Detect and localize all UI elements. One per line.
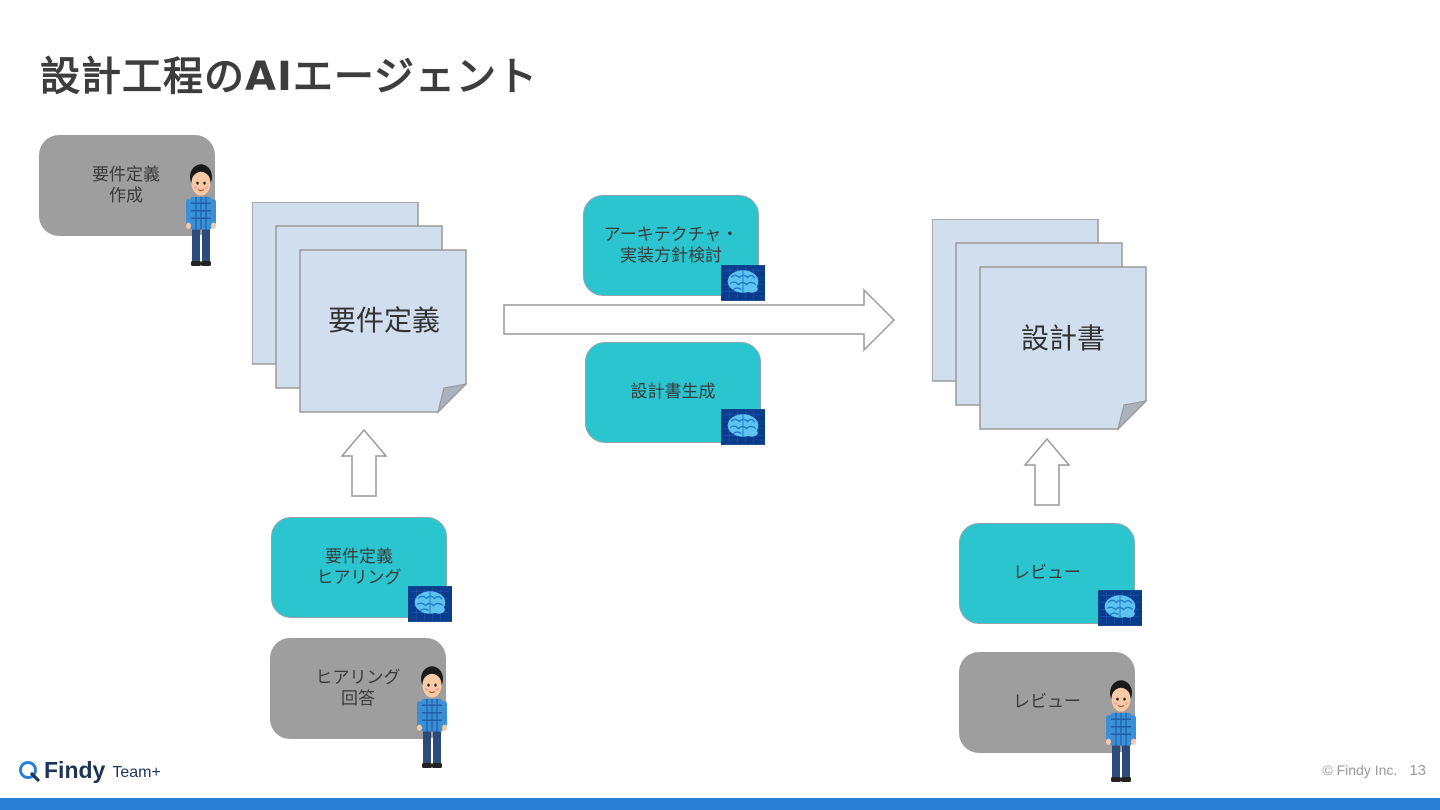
requirements-creation-label: 要件定義 作成 [92,164,160,206]
ai-review-label: レビュー [1013,563,1081,583]
hearing-answer-box: ヒアリング 回答 [270,638,446,739]
brain-icon [1098,590,1142,626]
copyright-text: © Findy Inc. [1322,762,1398,778]
arrow-up-icon [340,428,388,497]
person-icon [417,665,447,768]
requirements-hearing-box: 要件定義 ヒアリング [271,517,447,618]
human-review-box: レビュー [959,652,1135,753]
architecture-review-label: アーキテクチャ・ 実装方針検討 [603,224,739,266]
footer-bar [0,798,1440,810]
human-review-label: レビュー [1013,692,1081,712]
findy-logo-icon [19,760,40,782]
design-document: 設計書 [932,219,1148,431]
requirements-creation-box: 要件定義 作成 [39,135,215,236]
brain-icon [721,409,765,445]
product-name: Team+ [112,764,161,781]
page-number: 13 [1409,762,1426,779]
design-document-label: 設計書 [1021,322,1106,355]
findy-logo: Findy Team+ [18,757,161,784]
slide-title: 設計工程のAIエージェント [40,54,539,100]
design-doc-generation-label: 設計書生成 [630,382,716,402]
requirements-hearing-label: 要件定義 ヒアリング [316,546,402,588]
hearing-answer-label: ヒアリング 回答 [315,667,401,709]
person-icon [186,163,216,266]
requirements-document: 要件定義 [252,202,468,414]
person-icon [1106,679,1136,782]
footer-copyright: © Findy Inc. 13 [1322,762,1426,779]
brain-icon [408,586,452,622]
arrow-up-icon [1023,437,1071,506]
brand-name: Findy [44,757,106,783]
arrow-right-icon [503,288,896,352]
requirements-document-label: 要件定義 [328,304,441,337]
